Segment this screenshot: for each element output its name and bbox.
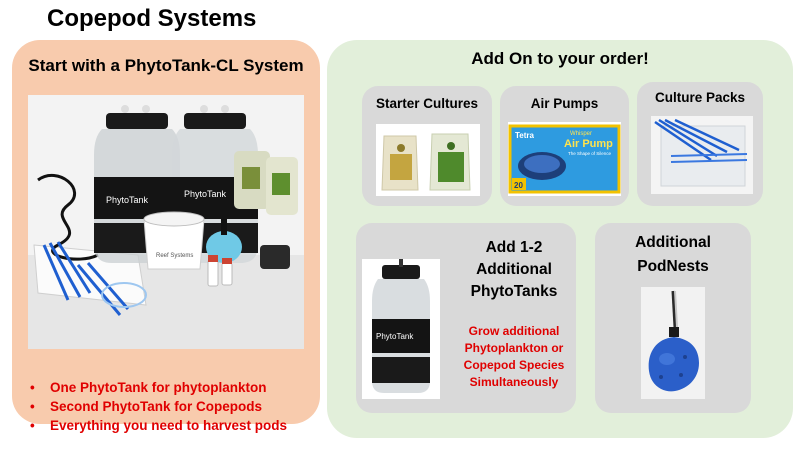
add-on-panel: Add On to your order! Starter Cultures A… bbox=[327, 40, 793, 438]
additional-podnests-title: Additional PodNests bbox=[635, 234, 711, 275]
svg-text:Tetra: Tetra bbox=[515, 131, 535, 140]
culture-packs-image bbox=[651, 116, 753, 194]
add-on-heading: Add On to your order! bbox=[471, 49, 649, 68]
phytotank-system-photo: PhytoTank PhytoTank Reef Systems bbox=[28, 95, 304, 349]
starter-system-feature-list: One PhytoTank for phytoplankton Second P… bbox=[24, 378, 287, 435]
air-pump-box-image: Tetra Whisper Air Pump The Shape of Sile… bbox=[508, 122, 621, 196]
svg-text:20: 20 bbox=[514, 181, 523, 190]
culture-packs-card[interactable]: Culture Packs bbox=[637, 82, 763, 206]
additional-phytotanks-title: Add 1-2 Additional PhytoTanks bbox=[470, 239, 558, 300]
svg-text:Whisper: Whisper bbox=[570, 131, 592, 137]
phytotank-image: PhytoTank bbox=[362, 259, 440, 399]
culture-packs-title: Culture Packs bbox=[654, 90, 746, 105]
starter-cultures-image bbox=[376, 124, 480, 196]
air-pumps-title: Air Pumps bbox=[530, 96, 599, 111]
starter-system-heading: Start with a PhytoTank-CL System bbox=[28, 56, 304, 75]
svg-text:Air Pump: Air Pump bbox=[564, 138, 613, 150]
starter-system-panel: Start with a PhytoTank-CL System PhytoTa… bbox=[12, 40, 320, 433]
podnest-image bbox=[641, 287, 705, 399]
starter-cultures-title: Starter Cultures bbox=[375, 96, 479, 111]
additional-phytotanks-description: Grow additional Phytoplankton or Copepod… bbox=[463, 324, 565, 389]
phytotank-system-illustration: PhytoTank PhytoTank Reef Systems bbox=[28, 95, 304, 349]
page-title: Copepod Systems bbox=[47, 5, 257, 32]
air-pumps-card[interactable]: Air Pumps Tetra Whisper Air Pump The Sha… bbox=[500, 86, 629, 206]
svg-text:The Shape of Silence: The Shape of Silence bbox=[568, 151, 612, 156]
starter-cultures-card[interactable]: Starter Cultures bbox=[362, 86, 492, 206]
feature-item: One PhytoTank for phytoplankton bbox=[24, 378, 287, 397]
svg-text:PhytoTank: PhytoTank bbox=[106, 195, 149, 205]
additional-podnests-card[interactable]: Additional PodNests bbox=[595, 223, 751, 413]
svg-text:Reef Systems: Reef Systems bbox=[156, 253, 193, 259]
tank-label-text: PhytoTank bbox=[184, 189, 227, 199]
svg-text:PhytoTank: PhytoTank bbox=[376, 332, 414, 341]
additional-phytotanks-card[interactable]: PhytoTank Add 1-2 Additional PhytoTanks … bbox=[356, 223, 576, 413]
feature-item: Everything you need to harvest pods bbox=[24, 416, 287, 435]
feature-item: Second PhytoTank for Copepods bbox=[24, 397, 287, 416]
